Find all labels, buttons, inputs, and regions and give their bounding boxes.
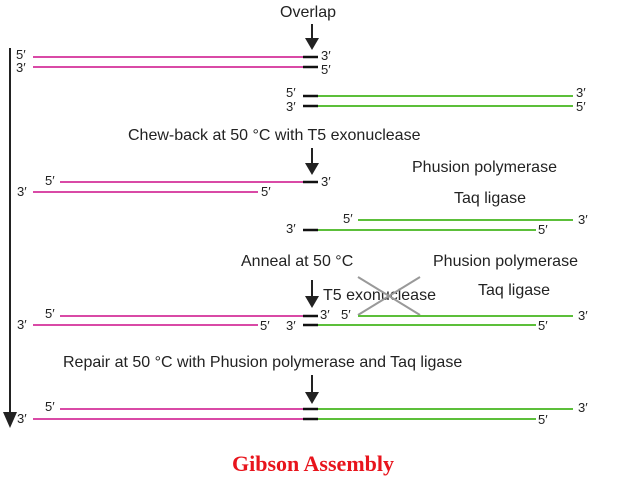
end-5-label: 5′ (45, 306, 55, 321)
end-3-label: 3′ (286, 99, 296, 114)
assembled-duplex: 5′ 3′ 3′ 5′ (17, 399, 588, 427)
end-5-label: 5′ (286, 85, 296, 100)
end-3-label: 3′ (321, 174, 331, 189)
down-arrow-icon (305, 148, 319, 175)
step-repair-label: Repair at 50 °C with Phusion polymerase … (63, 354, 462, 371)
end-5-label: 5′ (576, 99, 586, 114)
taq-ligase-label: Taq ligase (478, 282, 550, 299)
end-5-label: 5′ (538, 222, 548, 237)
pink-fragment-duplex-1: 5′ 3′ 3′ 5′ (16, 47, 331, 77)
end-3-label: 3′ (578, 308, 588, 323)
end-3-label: 3′ (17, 411, 27, 426)
taq-ligase-label: Taq ligase (454, 190, 526, 207)
green-fragment-duplex-1: 5′ 3′ 3′ 5′ (286, 85, 586, 114)
annealed-duplex: 5′ 3′ 3′ 5′ 5′ 3′ 3′ 5′ (17, 306, 588, 333)
end-5-label: 5′ (341, 307, 351, 322)
end-5-label: 5′ (16, 47, 26, 62)
step-anneal-label: Anneal at 50 °C (241, 253, 353, 270)
end-3-label: 3′ (286, 318, 296, 333)
down-arrow-icon (305, 280, 319, 308)
end-5-label: 5′ (343, 211, 353, 226)
end-3-label: 3′ (286, 221, 296, 236)
end-3-label: 3′ (578, 212, 588, 227)
end-3-label: 3′ (320, 307, 330, 322)
down-arrow-icon (305, 24, 319, 50)
end-3-label: 3′ (16, 60, 26, 75)
end-3-label: 3′ (321, 48, 331, 63)
cross-icon (357, 276, 421, 316)
end-5-label: 5′ (260, 318, 270, 333)
end-5-label: 5′ (538, 412, 548, 427)
end-3-label: 3′ (578, 400, 588, 415)
down-arrow-icon (305, 375, 319, 404)
pink-fragment-chewed: 5′ 3′ 3′ 5′ (17, 173, 331, 199)
t5-exonuclease-label: T5 exonuclease (323, 287, 436, 304)
overlap-label: Overlap (280, 4, 336, 21)
step-chew-back-label: Chew-back at 50 °C with T5 exonuclease (128, 127, 421, 144)
end-5-label: 5′ (45, 399, 55, 414)
end-5-label: 5′ (261, 184, 271, 199)
end-3-label: 3′ (17, 184, 27, 199)
timeline-arrow-icon (3, 48, 17, 428)
end-5-label: 5′ (538, 318, 548, 333)
end-5-label: 5′ (45, 173, 55, 188)
end-5-label: 5′ (321, 62, 331, 77)
green-fragment-chewed: 5′ 3′ 3′ 5′ (286, 211, 588, 237)
phusion-polymerase-label: Phusion polymerase (412, 159, 557, 176)
end-3-label: 3′ (17, 317, 27, 332)
diagram-title: Gibson Assembly (232, 451, 394, 476)
end-3-label: 3′ (576, 85, 586, 100)
phusion-polymerase-label: Phusion polymerase (433, 253, 578, 270)
